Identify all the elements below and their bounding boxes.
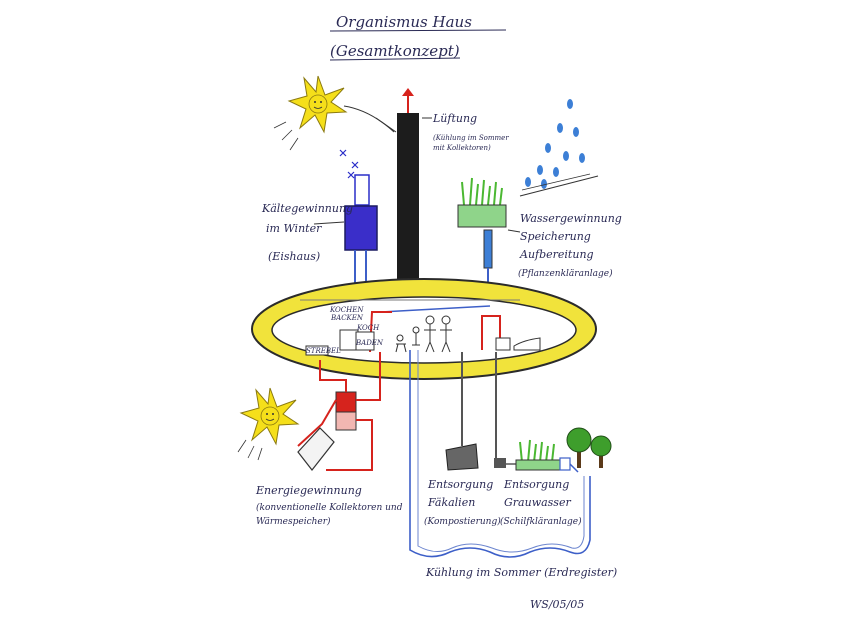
title-underline <box>329 29 507 32</box>
tree-icon <box>566 427 592 468</box>
cold-duct <box>379 305 491 313</box>
energie-label: Energiegewinnung <box>255 484 362 497</box>
sun-icon <box>287 75 348 134</box>
kuehlung-label: Kühlung im Sommer (Erdregister) <box>425 566 617 579</box>
fekal-label: Fäkalien <box>427 496 475 509</box>
ice-house-chimney <box>354 174 370 206</box>
leader-line <box>313 221 345 225</box>
water-storage-tank <box>483 229 493 269</box>
room-tag: STREBEL <box>306 347 341 355</box>
grau-label: Entsorgung <box>503 478 569 491</box>
wasser-label: Aufbereitung <box>519 248 594 261</box>
sun-icon <box>239 387 300 446</box>
reed-bed <box>515 459 561 471</box>
grau-label: (Schilfkläranlage) <box>500 516 582 527</box>
room-tag: BADEN <box>355 339 384 347</box>
hot-pipe <box>319 360 347 392</box>
greywater-junction <box>494 458 506 468</box>
hot-pipe <box>326 419 373 471</box>
leader-line <box>507 229 521 233</box>
sun-rays <box>237 439 263 461</box>
room-tag: BACKEN <box>330 314 364 322</box>
ventilation-shaft <box>397 113 419 308</box>
energie-label: (konventionelle Kollektoren und <box>256 502 403 513</box>
energie-label: Wärmespeicher) <box>256 516 331 527</box>
fekal-label: (Kompostierung) <box>424 516 501 527</box>
tree-icon <box>590 435 612 468</box>
rain-collector-line <box>521 173 591 191</box>
water-treatment-box <box>457 204 507 228</box>
room-tag: KOCHEN <box>329 306 364 314</box>
grau-label: Grauwasser <box>504 496 571 509</box>
hot-pipe <box>481 315 501 350</box>
kaelte-label: im Winter <box>266 222 322 235</box>
earth-register-loop <box>417 350 585 553</box>
lueftung-note: (Kühlung im Sommer <box>433 134 509 142</box>
wasser-label: Speicherung <box>520 230 591 243</box>
outlet-arrow <box>569 463 579 473</box>
lueftung-note: mit Kollektoren) <box>433 144 491 152</box>
heat-storage-tank-lower <box>335 411 357 431</box>
oven-box <box>355 331 375 351</box>
people-icon <box>395 315 452 353</box>
kaelte-label: (Eishaus) <box>268 250 320 263</box>
outlet-box <box>559 457 571 471</box>
signature: WS/05/05 <box>530 598 584 611</box>
wasser-label: (Pflanzenkläranlage) <box>518 268 613 279</box>
solar-collector <box>297 427 335 471</box>
compost-bin <box>445 443 479 471</box>
lueftung-label: Lüftung <box>432 112 477 125</box>
fekal-label: Entsorgung <box>427 478 493 491</box>
rain-drops-icon <box>525 99 585 189</box>
sun-rays <box>273 121 299 151</box>
subtitle-underline <box>329 57 461 61</box>
earth-register-loop <box>409 350 591 558</box>
plants-icon <box>519 439 555 463</box>
storage-box <box>305 345 329 356</box>
snowflake-icon <box>339 149 359 179</box>
rain-collector-line <box>519 175 599 197</box>
title: Organismus Haus <box>336 13 472 31</box>
leader-line <box>343 105 395 133</box>
kaelte-label: Kältegewinnung <box>261 202 353 215</box>
hot-pipe <box>297 399 337 447</box>
subtitle: (Gesamtkonzept) <box>330 42 460 60</box>
bathtub <box>513 337 541 351</box>
hot-pipe <box>356 352 381 401</box>
wasser-label: Wassergewinnung <box>520 212 622 225</box>
plants-icon <box>461 177 503 206</box>
ventilation-cap <box>402 88 414 96</box>
room-tag: KOCH <box>356 324 380 332</box>
ice-house-box <box>344 205 378 251</box>
bath-unit <box>495 337 511 351</box>
